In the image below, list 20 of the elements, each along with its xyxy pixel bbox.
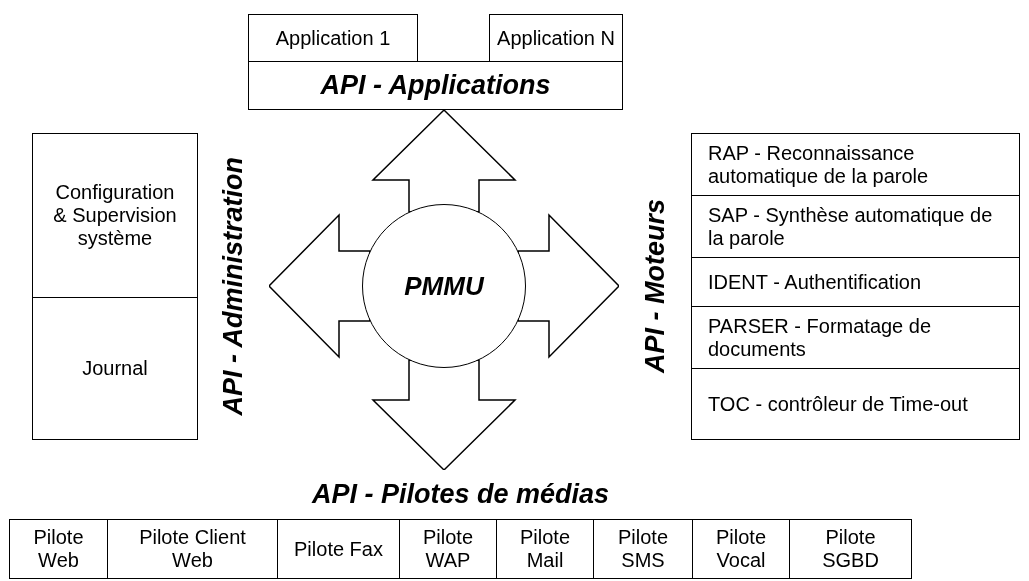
module-box: RAP - Reconnaissance automatique de la parole bbox=[691, 133, 1020, 196]
module-box: Application 1 bbox=[248, 14, 418, 62]
api-panel bbox=[32, 133, 269, 440]
api-heading: API - Pilotes de médias bbox=[9, 470, 912, 520]
api-panel bbox=[9, 470, 912, 579]
api-heading: API - Moteurs bbox=[619, 133, 692, 440]
api-heading: API - Administration bbox=[196, 133, 269, 440]
module-box: Configuration & Supervision système bbox=[32, 133, 198, 298]
module-box: Pilote SGBD bbox=[789, 519, 912, 579]
module-box: Journal bbox=[32, 297, 198, 440]
block-arrow bbox=[517, 213, 620, 359]
module-box: Application N bbox=[489, 14, 623, 62]
module-box: Pilote Web bbox=[9, 519, 108, 579]
block-arrow bbox=[268, 213, 371, 359]
module-box: TOC - contrôleur de Time-out bbox=[691, 368, 1020, 440]
block-arrow bbox=[371, 109, 517, 213]
api-panel bbox=[619, 133, 1020, 440]
module-box: API - Applications bbox=[248, 61, 623, 110]
core-label: PMMU bbox=[404, 270, 484, 302]
block-arrow bbox=[371, 359, 517, 471]
